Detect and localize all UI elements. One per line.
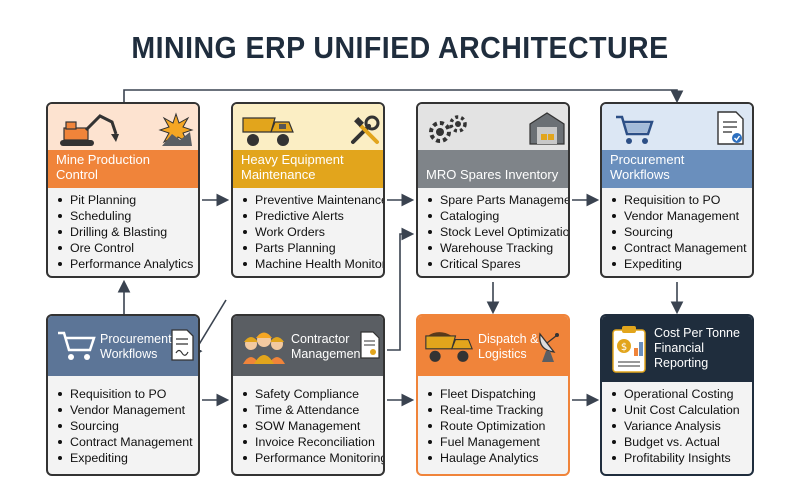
haul-truck-icon [425, 332, 473, 362]
list-item: Real-time Tracking [427, 402, 545, 418]
blast-icon [158, 112, 194, 146]
list-item: Pit Planning [57, 192, 193, 208]
list-item: Drilling & Blasting [57, 224, 193, 240]
module-item-list: Requisition to PO Vendor Management Sour… [48, 386, 193, 466]
warehouse-icon [529, 112, 565, 145]
list-item: Safety Compliance [242, 386, 383, 402]
excavator-icon [60, 114, 119, 146]
list-item: SOW Management [242, 418, 383, 434]
module-label: Procurement Workflows [610, 152, 685, 182]
module-label: Cost Per Tonne Financial Reporting [654, 326, 740, 370]
satellite-dish-icon [539, 332, 559, 362]
list-item: Invoice Reconciliation [242, 434, 383, 450]
list-item: Parts Planning [242, 240, 383, 256]
list-item: Vendor Management [58, 402, 193, 418]
gears-icon [429, 115, 467, 143]
list-item: Preventive Maintenance [242, 192, 383, 208]
list-item: Ore Control [57, 240, 193, 256]
document-sign-icon [171, 329, 194, 361]
list-item: Spare Parts Management [427, 192, 568, 208]
list-item: Machine Health Monitoring [242, 256, 383, 272]
workers-icon [243, 332, 285, 364]
page-title: MINING ERP UNIFIED ARCHITECTURE [131, 30, 669, 65]
module-mine-production-control[interactable]: Mine Production Control Pit Planning Sch… [46, 102, 200, 278]
cart-icon [616, 115, 654, 144]
list-item: Route Optimization [427, 419, 546, 433]
list-item: Fuel Management [427, 434, 545, 450]
list-item: Requisition to PO [612, 192, 747, 208]
list-item: Haulage Analytics [427, 450, 545, 466]
module-label: Contractor Management [291, 332, 364, 361]
cart-icon [58, 331, 96, 360]
list-item: Variance Analysis [612, 418, 740, 434]
finance-clipboard-icon: $ [612, 326, 646, 373]
module-dispatch-logistics[interactable]: Dispatch & Logistics Fleet Dispatching R… [416, 314, 570, 476]
list-item: Stock Level Optimization [427, 224, 568, 240]
list-item: Performance Monitoring [242, 450, 383, 466]
list-item: Scheduling [57, 208, 193, 224]
module-procurement-workflows-top[interactable]: Procurement Workflows Requisition to PO … [600, 102, 754, 278]
module-item-list: Requisition to PO Vendor Management Sour… [602, 192, 747, 272]
dump-truck-icon [242, 117, 294, 146]
list-item: Budget vs. Actual [612, 434, 740, 450]
module-mro-spares-inventory[interactable]: MRO Spares Inventory Spare Parts Managem… [416, 102, 570, 278]
module-label: Procurement Workflows [100, 332, 172, 361]
module-item-list: Preventive Maintenance Predictive Alerts… [233, 192, 383, 272]
list-item: Sourcing [58, 418, 193, 434]
list-item: Time & Attendance [242, 402, 383, 418]
module-item-list: Fleet Dispatching Real-time Tracking Rou… [418, 386, 545, 466]
module-item-list: Spare Parts Management Cataloging Stock … [418, 192, 568, 272]
module-heavy-equipment-maintenance[interactable]: Heavy Equipment Maintenance Preventive M… [231, 102, 385, 278]
list-item: Expediting [58, 450, 193, 466]
list-item: Unit Cost Calculation [612, 403, 740, 417]
document-icon [360, 331, 380, 359]
list-item: Profitability Insights [612, 450, 740, 466]
module-label: Heavy Equipment Maintenance [241, 152, 344, 182]
list-item: Critical Spares [427, 256, 568, 272]
list-item: Predictive Alerts [242, 208, 383, 224]
wrench-icon [351, 115, 380, 144]
list-item: Contract Management [58, 435, 193, 449]
list-item: Work Orders [242, 224, 383, 240]
list-item: Expediting [612, 256, 747, 272]
list-item: Requisition to PO [58, 386, 193, 402]
list-item: Fleet Dispatching [427, 386, 545, 402]
module-label: Mine Production Control [56, 152, 150, 182]
module-item-list: Operational Costing Unit Cost Calculatio… [602, 386, 740, 466]
arrow-6-to-3 [387, 227, 415, 351]
module-item-list: Pit Planning Scheduling Drilling & Blast… [48, 192, 193, 272]
svg-text:$: $ [621, 342, 627, 353]
document-check-icon [717, 111, 744, 145]
list-item: Performance Analytics [57, 257, 194, 271]
list-item: Vendor Management [612, 208, 747, 224]
module-cost-per-tonne-reporting[interactable]: $ Cost Per Tonne Financial Reporting Ope… [600, 314, 754, 476]
module-label: Dispatch & Logistics [478, 332, 539, 361]
list-item: Sourcing [612, 224, 747, 240]
arrow-top-bracket [123, 89, 684, 104]
module-contractor-management[interactable]: Contractor Management Safety Compliance … [231, 314, 385, 476]
module-label: MRO Spares Inventory [426, 167, 559, 182]
list-item: Contract Management [612, 241, 747, 255]
list-item: Warehouse Tracking [427, 240, 568, 256]
list-item: Cataloging [427, 208, 568, 224]
list-item: Operational Costing [612, 386, 740, 402]
module-procurement-workflows-bottom[interactable]: Procurement Workflows Requisition to PO … [46, 314, 200, 476]
module-item-list: Safety Compliance Time & Attendance SOW … [233, 386, 383, 466]
